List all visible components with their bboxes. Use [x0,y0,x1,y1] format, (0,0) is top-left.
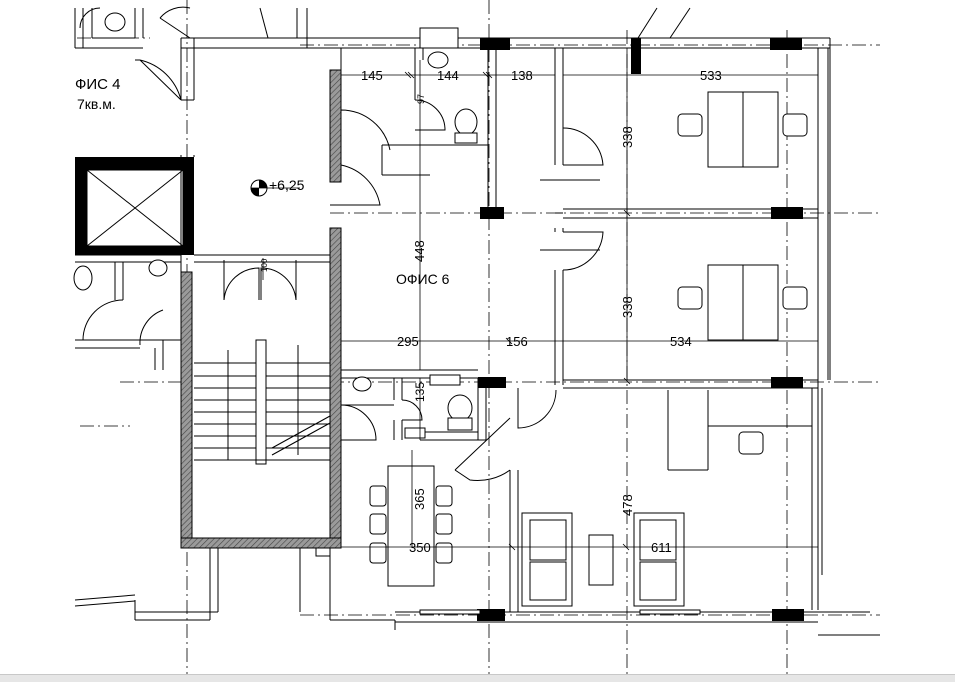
dim-135: 135 [413,382,427,402]
dim-611: 611 [651,540,672,555]
dim-338-upper: 338 [620,126,635,148]
dim-338-lower: 338 [620,296,635,318]
dimension-lines [262,50,818,551]
dim-97: 97 [416,94,426,104]
elevation-label: +6,25 [269,177,305,193]
elevation-marker: +6,25 [250,177,305,197]
dim-295: 295 [397,334,419,349]
dim-478: 478 [620,494,635,516]
dim-144: 144 [437,68,459,83]
dim-145: 145 [361,68,383,83]
room-labels: ФИС 4 7кв.м. ОФИС 6 [75,76,450,287]
office4-area: 7кв.м. [77,96,116,112]
dim-533: 533 [700,68,722,83]
walls [74,7,880,636]
dim-350: 350 [409,540,431,555]
hatched-walls [180,69,342,549]
dim-534: 534 [670,334,692,349]
door-swings [79,6,604,482]
dim-156: 156 [506,334,528,349]
office4-label: ФИС 4 [75,76,121,93]
sanitary-fixtures [73,12,478,439]
dim-100: 100 [260,258,269,272]
dim-365: 365 [412,488,427,510]
office6-label: ОФИС 6 [396,271,450,287]
dim-448: 448 [412,240,427,262]
dim-138: 138 [511,68,533,83]
columns [477,38,804,621]
dimension-labels: 145 144 138 533 295 156 534 350 611 338 … [260,68,722,555]
bottom-strip [0,674,955,682]
furniture [315,91,808,615]
elevator-shaft [75,157,194,255]
